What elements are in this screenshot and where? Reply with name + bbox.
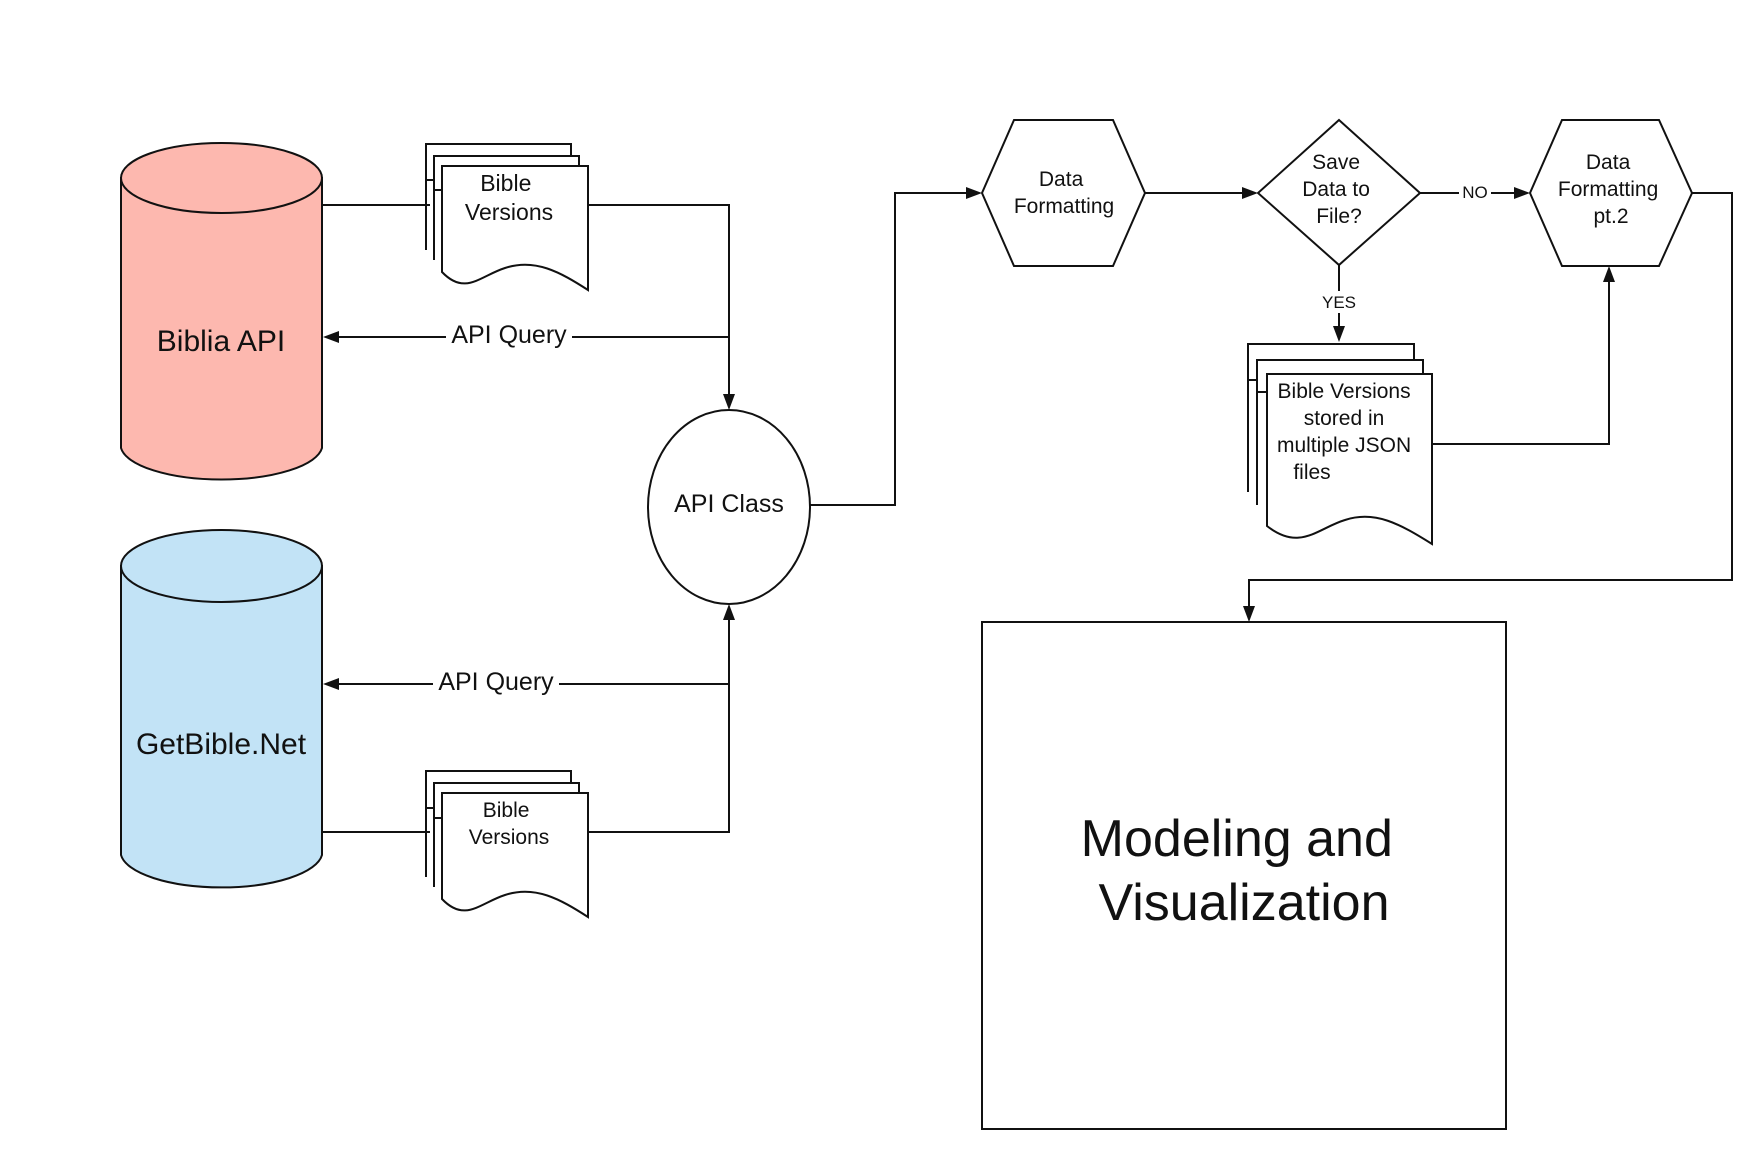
data-formatting-hexagon — [980, 119, 1147, 267]
arrowhead-getbible — [323, 678, 339, 690]
bible-versions-top-documents: Bible Versions — [425, 143, 589, 292]
biblia-api-cylinder-top — [120, 142, 323, 214]
arrowhead-api-class-top — [723, 394, 735, 410]
edge-json-to-formatting-2 — [1432, 280, 1610, 445]
arrowhead-formatting-2-bottom — [1603, 266, 1615, 282]
save-data-decision-node: Save Data to File? — [1256, 118, 1422, 267]
getbible-net-cylinder-body — [120, 565, 323, 889]
arrowhead-decision — [1242, 187, 1258, 199]
data-formatting-node: Data Formatting — [980, 119, 1147, 267]
modeling-visualization-box — [981, 621, 1507, 1130]
arrowhead-api-class-bottom — [723, 604, 735, 620]
edge-api-class-to-formatting — [810, 192, 968, 506]
getbible-net-label: GetBible.Net — [136, 728, 307, 761]
arrowhead-formatting-2 — [1514, 187, 1530, 199]
yes-label: YES — [1322, 293, 1356, 312]
save-data-diamond — [1256, 118, 1422, 267]
getbible-net-cylinder-top — [120, 529, 323, 603]
save-data-label: Save Data to File? — [1302, 151, 1376, 228]
data-formatting-2-hexagon — [1528, 119, 1694, 267]
getbible-net-database: GetBible.Net — [120, 529, 323, 889]
document-front — [441, 165, 589, 292]
api-class-ellipse — [647, 409, 811, 605]
api-class-node: API Class — [647, 409, 811, 605]
bible-versions-bottom-label: Bible Versions — [469, 799, 550, 849]
bible-versions-top-label: Bible Versions — [465, 170, 553, 225]
api-query-top-label: API Query — [451, 321, 567, 349]
no-label-bg — [1459, 182, 1491, 204]
bible-versions-bottom-documents: Bible Versions — [425, 770, 589, 919]
biblia-api-label: Biblia API — [157, 325, 285, 358]
biblia-api-database: Biblia API — [120, 142, 323, 481]
api-query-bottom-label-bg — [433, 667, 559, 697]
arrowhead-formatting — [966, 187, 982, 199]
edge-formatting-2-to-modeling — [1248, 192, 1733, 608]
data-formatting-2-node: Data Formatting pt.2 — [1528, 119, 1694, 267]
arrowhead-biblia — [323, 331, 339, 343]
document-front — [441, 792, 589, 919]
arrowhead-json-files — [1333, 326, 1345, 342]
modeling-visualization-node: Modeling and Visualization — [981, 621, 1507, 1130]
edge-labels: API Query API Query NO YES — [433, 182, 1491, 697]
no-label: NO — [1462, 183, 1488, 202]
api-query-top-label-bg — [446, 320, 572, 350]
document-front — [1266, 373, 1433, 546]
edge-versions-top-to-api-class — [588, 204, 730, 396]
yes-label-bg — [1318, 291, 1360, 313]
api-query-bottom-label: API Query — [438, 668, 554, 696]
json-files-documents: Bible Versions stored in multiple JSON f… — [1247, 343, 1433, 546]
data-formatting-2-label: Data Formatting pt.2 — [1558, 151, 1664, 228]
edge-versions-bottom-to-api-class — [588, 618, 730, 833]
json-files-label: Bible Versions stored in multiple JSON f… — [1277, 380, 1417, 484]
data-formatting-label: Data Formatting — [1014, 168, 1114, 218]
modeling-visualization-label: Modeling and Visualization — [1081, 810, 1408, 932]
biblia-api-cylinder-body — [120, 177, 323, 481]
arrowhead-modeling — [1243, 606, 1255, 622]
api-class-label: API Class — [674, 490, 784, 518]
